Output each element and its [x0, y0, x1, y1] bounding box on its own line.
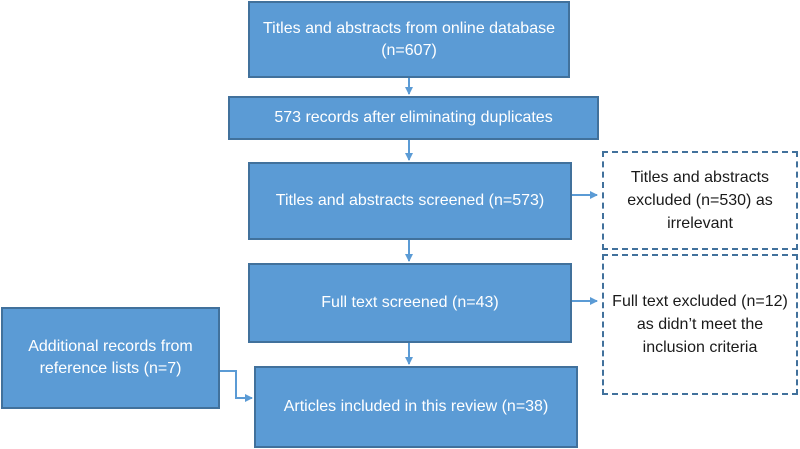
duplicates-box: 573 records after eliminating duplicates [228, 96, 599, 140]
fulltext-box: Full text screened (n=43) [248, 263, 572, 343]
fulltext-excluded-text: Full text excluded (n=12) as didn’t meet… [612, 293, 788, 356]
abstracts-excluded-text: Titles and abstracts excluded (n=530) as… [627, 169, 773, 232]
screened-box: Titles and abstracts screened (n=573) [248, 162, 572, 240]
fulltext-text: Full text screened (n=43) [321, 294, 499, 311]
abstracts-excluded-box: Titles and abstracts excluded (n=530) as… [602, 151, 798, 250]
arrow-additional-to-included [220, 370, 253, 402]
screened-text: Titles and abstracts screened (n=573) [275, 192, 545, 209]
duplicates-text: 573 records after eliminating duplicates [274, 109, 553, 126]
included-text: Articles included in this review (n=38) [283, 398, 549, 415]
included-box: Articles included in this review (n=38) [254, 366, 578, 448]
additional-records-box: Additional records from reference lists … [1, 307, 220, 409]
database-box: Titles and abstracts from online databas… [248, 1, 570, 78]
fulltext-excluded-box: Full text excluded (n=12) as didn’t meet… [602, 254, 798, 395]
database-text: Titles and abstracts from online databas… [262, 19, 555, 59]
additional-records-text: Additional records from reference lists … [28, 338, 193, 377]
